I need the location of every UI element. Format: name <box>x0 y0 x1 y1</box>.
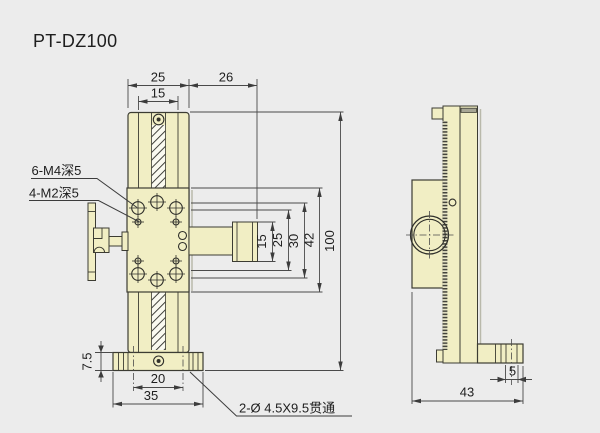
side-small-hole <box>448 198 457 207</box>
dim-42-right: 42 <box>302 233 317 247</box>
base-arm-body <box>476 343 524 364</box>
plain-hole-lower <box>177 241 188 252</box>
dim-25-right: 25 <box>270 233 285 247</box>
dim-15-right: 15 <box>254 234 269 248</box>
knob-mount <box>121 231 129 251</box>
dim-30-right: 30 <box>286 234 301 248</box>
side-knob-circle <box>406 211 454 259</box>
dim-20-bottom: 20 <box>151 371 165 386</box>
side-view: 5 43 <box>406 105 532 404</box>
dim-25-top: 25 <box>151 70 165 85</box>
dim-43-side: 43 <box>460 385 474 400</box>
front-callouts: 6-M4深5 4-M2深5 2-Ø 4.5X9.5贯通 <box>29 163 352 417</box>
side-base-arm <box>476 339 524 385</box>
plain-hole-upper <box>177 230 188 241</box>
knob-right-shaft <box>188 226 233 256</box>
bottom-screw-icon <box>153 355 165 367</box>
front-top-dimensions: 25 26 15 <box>127 70 258 219</box>
side-dimensions: 5 43 <box>411 292 532 404</box>
bottom-tab <box>436 349 444 363</box>
adjustment-knob-left <box>87 202 129 281</box>
front-right-dimensions: 15 25 30 42 100 <box>190 111 344 371</box>
top-tab <box>431 107 444 120</box>
dim-35-bottom: 35 <box>144 388 158 403</box>
adjustment-knob-right <box>188 221 258 262</box>
dim-100-right: 100 <box>322 230 337 252</box>
base-flange <box>112 351 204 372</box>
dim-5-side: 5 <box>509 364 516 379</box>
side-column <box>431 105 482 364</box>
m2-holes <box>132 216 182 267</box>
label-m2-holes: 4-M2深5 <box>29 186 79 201</box>
dim-7-5-bottom: 7.5 <box>80 352 95 370</box>
top-screw-icon <box>152 113 165 126</box>
front-bottom-dimensions: 7.5 20 35 <box>80 341 204 408</box>
drawing-title: PT-DZ100 <box>33 31 117 51</box>
knob-shaft <box>108 236 123 247</box>
carriage-platform <box>126 187 193 293</box>
dim-26-top: 26 <box>219 70 233 85</box>
label-through-holes: 2-Ø 4.5X9.5贯通 <box>239 401 335 416</box>
label-m4-holes: 6-M4深5 <box>32 163 82 178</box>
front-view: 25 26 15 15 25 30 42 100 <box>29 70 352 417</box>
dim-15-top: 15 <box>151 86 165 101</box>
platform-body <box>126 187 190 293</box>
m4-holes <box>129 193 185 289</box>
column-top-cap <box>460 107 477 113</box>
column-right-strip <box>459 105 478 364</box>
